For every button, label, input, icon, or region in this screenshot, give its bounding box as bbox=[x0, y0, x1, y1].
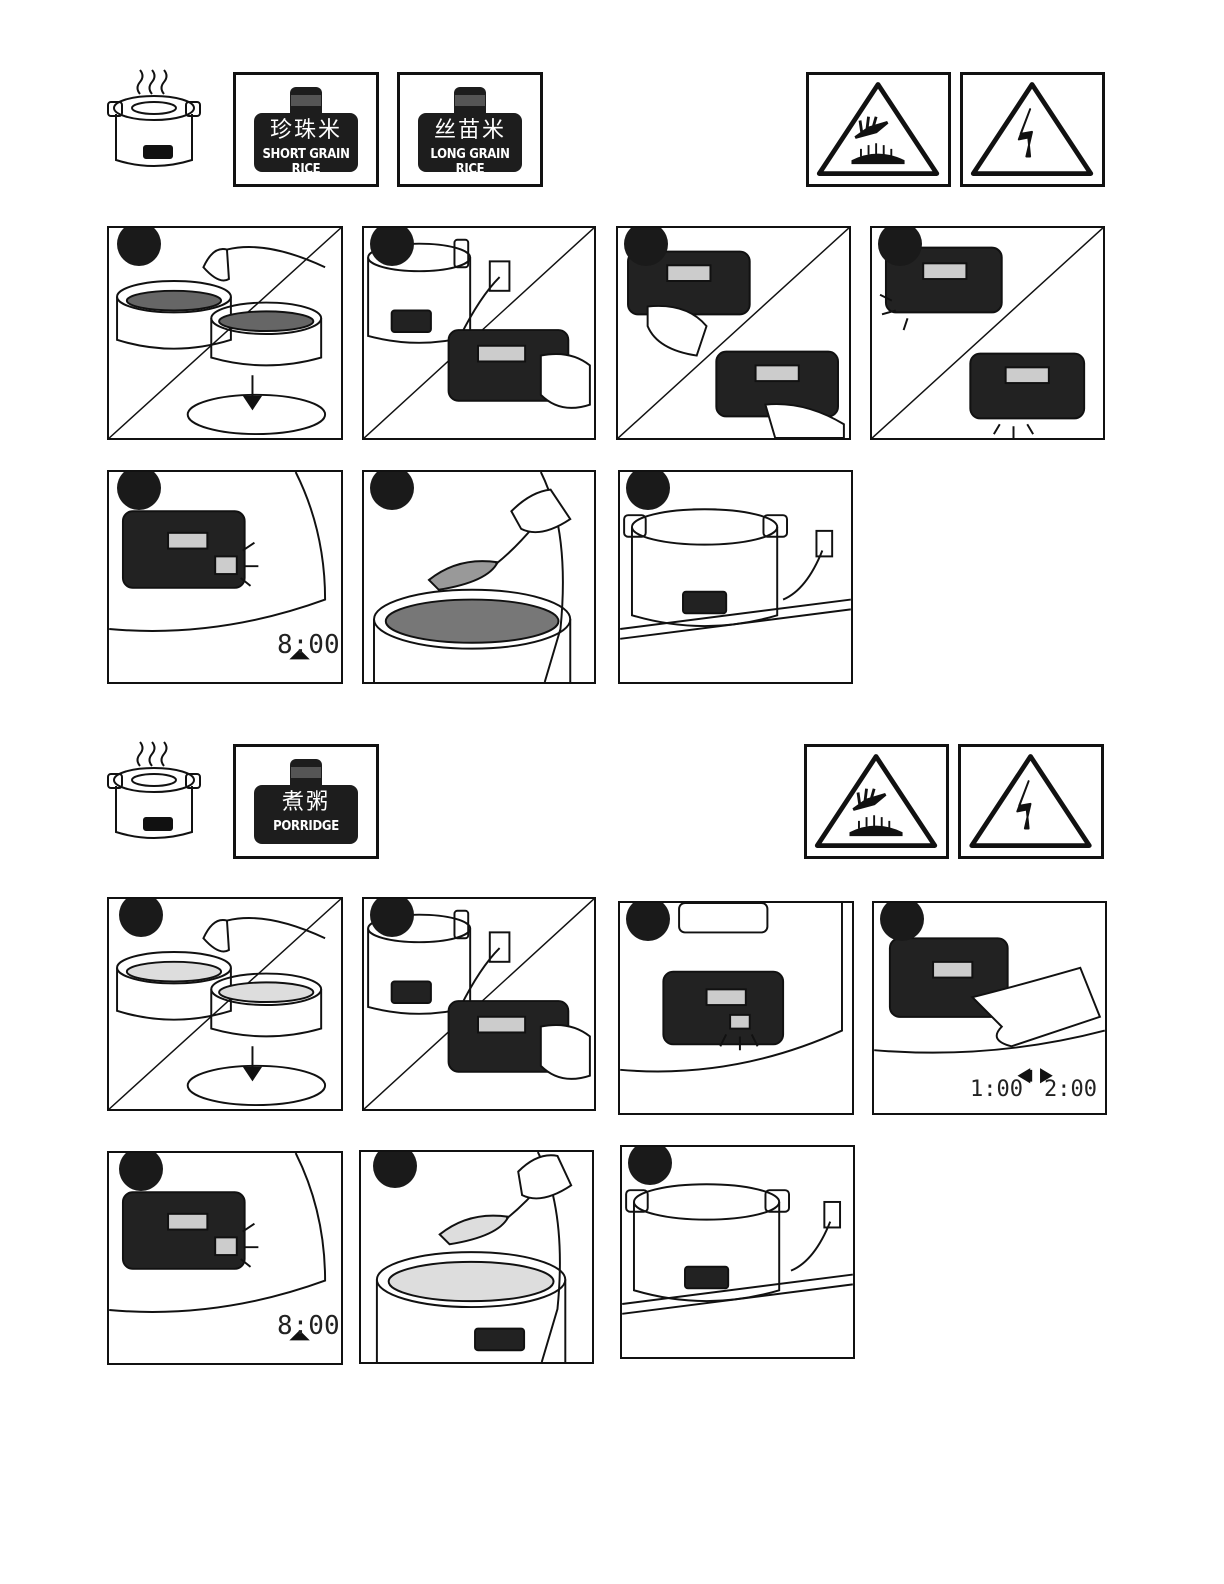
step-5-start-panel: 8:00 bbox=[107, 1151, 343, 1365]
timer-range-to: 2:00 bbox=[1044, 1077, 1097, 1102]
electric-shock-warning bbox=[960, 72, 1105, 187]
timer-display-readout: 8:00 bbox=[277, 1311, 340, 1341]
hot-surface-warning-icon bbox=[809, 75, 948, 184]
mode-button-short-grain-rice[interactable]: 珍珠米 SHORT GRAIN RICE bbox=[233, 72, 379, 187]
step-7-unplug-panel bbox=[618, 470, 853, 684]
step-4-set-timer-panel bbox=[870, 226, 1105, 440]
steaming-cooker-icon bbox=[104, 738, 204, 846]
step-3-select-mode-panel bbox=[616, 226, 851, 440]
electric-shock-warning-icon bbox=[961, 747, 1101, 856]
step-1-add-water-panel bbox=[107, 897, 343, 1111]
mode-label-cn: 丝苗米 bbox=[418, 113, 522, 143]
mode-label-en: LONG GRAIN RICE bbox=[418, 147, 522, 177]
step-3-select-porridge-panel bbox=[618, 901, 854, 1115]
timer-range-from: 1:00 bbox=[970, 1077, 1023, 1102]
hot-surface-warning bbox=[806, 72, 951, 187]
step-4-adjust-time-panel: 1:00 2:00 bbox=[872, 901, 1107, 1115]
mode-button-porridge[interactable]: 煮粥 PORRIDGE bbox=[233, 744, 379, 859]
step-7-unplug-panel bbox=[620, 1145, 855, 1359]
mode-button-long-grain-rice[interactable]: 丝苗米 LONG GRAIN RICE bbox=[397, 72, 543, 187]
step-2-plug-in-panel bbox=[362, 897, 596, 1111]
step-6-stir-rice-panel bbox=[362, 470, 596, 684]
hot-surface-warning bbox=[804, 744, 949, 859]
electric-shock-warning bbox=[958, 744, 1104, 859]
mode-label-en: PORRIDGE bbox=[254, 819, 358, 834]
step-5-start-panel: 8:00 bbox=[107, 470, 343, 684]
steaming-cooker-icon bbox=[104, 66, 204, 174]
mode-label-en: SHORT GRAIN RICE bbox=[254, 147, 358, 177]
step-1-add-rice-panel bbox=[107, 226, 343, 440]
step-2-plug-in-panel bbox=[362, 226, 596, 440]
timer-display-readout: 8:00 bbox=[277, 630, 340, 660]
hot-surface-warning-icon bbox=[807, 747, 946, 856]
mode-label-cn: 珍珠米 bbox=[254, 113, 358, 143]
step-6-stir-porridge-panel bbox=[359, 1150, 594, 1364]
mode-label-cn: 煮粥 bbox=[254, 785, 358, 815]
electric-shock-warning-icon bbox=[963, 75, 1102, 184]
